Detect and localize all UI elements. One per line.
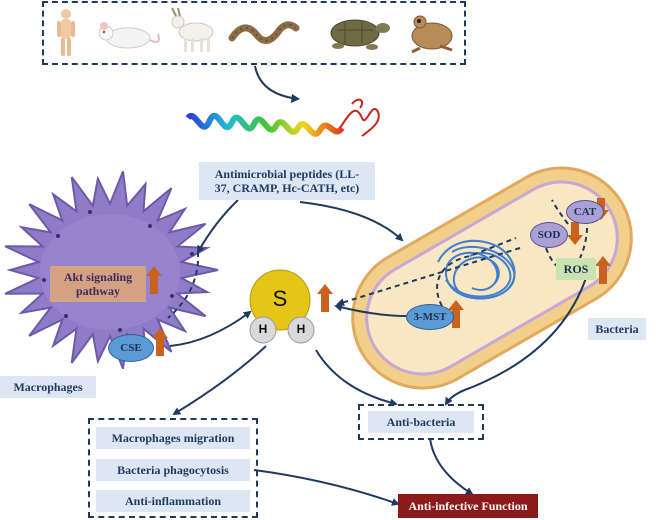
- peptide-label: Antimicrobial peptides (LL-37, CRAMP, Hc…: [199, 162, 375, 200]
- turtle-icon: [330, 19, 390, 50]
- snake-icon: [228, 21, 300, 44]
- sod-enzyme: SOD: [530, 222, 568, 248]
- bacteria-label: Bacteria: [588, 318, 646, 340]
- anti-infective-function-box: Anti-infective Function: [398, 494, 538, 518]
- hydrogen-atom-label-2: H: [296, 322, 306, 336]
- frog-icon: [411, 15, 453, 54]
- anti-bacteria-label: Anti-bacteria: [368, 411, 474, 433]
- goat-icon: [171, 7, 214, 52]
- host-effects-box: [88, 418, 258, 518]
- species-box: [42, 1, 466, 65]
- bacteria-cell: [351, 166, 633, 390]
- cse-enzyme: CSE: [108, 334, 154, 362]
- increase-arrows: [146, 256, 611, 356]
- effect-bacteria-phagocytosis: Bacteria phagocytosis: [96, 459, 250, 481]
- hydrogen-atom-label-1: H: [258, 322, 268, 336]
- peptide-line-2: 37, CRAMP, Hc-CATH, etc): [214, 181, 360, 195]
- arrow-species-peptide: [254, 65, 293, 99]
- akt-line-2: pathway: [75, 284, 120, 298]
- anti-bacteria-box: [358, 404, 484, 440]
- akt-line-1: Akt signaling: [63, 270, 133, 284]
- h2s-molecule: [249, 269, 315, 344]
- cat-enzyme: CAT: [566, 200, 604, 224]
- macrophages-label: Macrophages: [0, 376, 96, 398]
- human-icon: [57, 9, 75, 56]
- mst-enzyme: 3-MST: [406, 304, 454, 330]
- sulfur-atom-label: S: [272, 286, 288, 311]
- peptide-structure-icon: [185, 98, 380, 137]
- effect-macrophages-migration: Macrophages migration: [96, 427, 250, 449]
- ros-box: ROS: [556, 258, 596, 280]
- effect-anti-inflammation: Anti-inflammation: [96, 490, 250, 512]
- peptide-line-1: Antimicrobial peptides (LL-: [214, 167, 360, 181]
- mouse-icon: [98, 22, 160, 49]
